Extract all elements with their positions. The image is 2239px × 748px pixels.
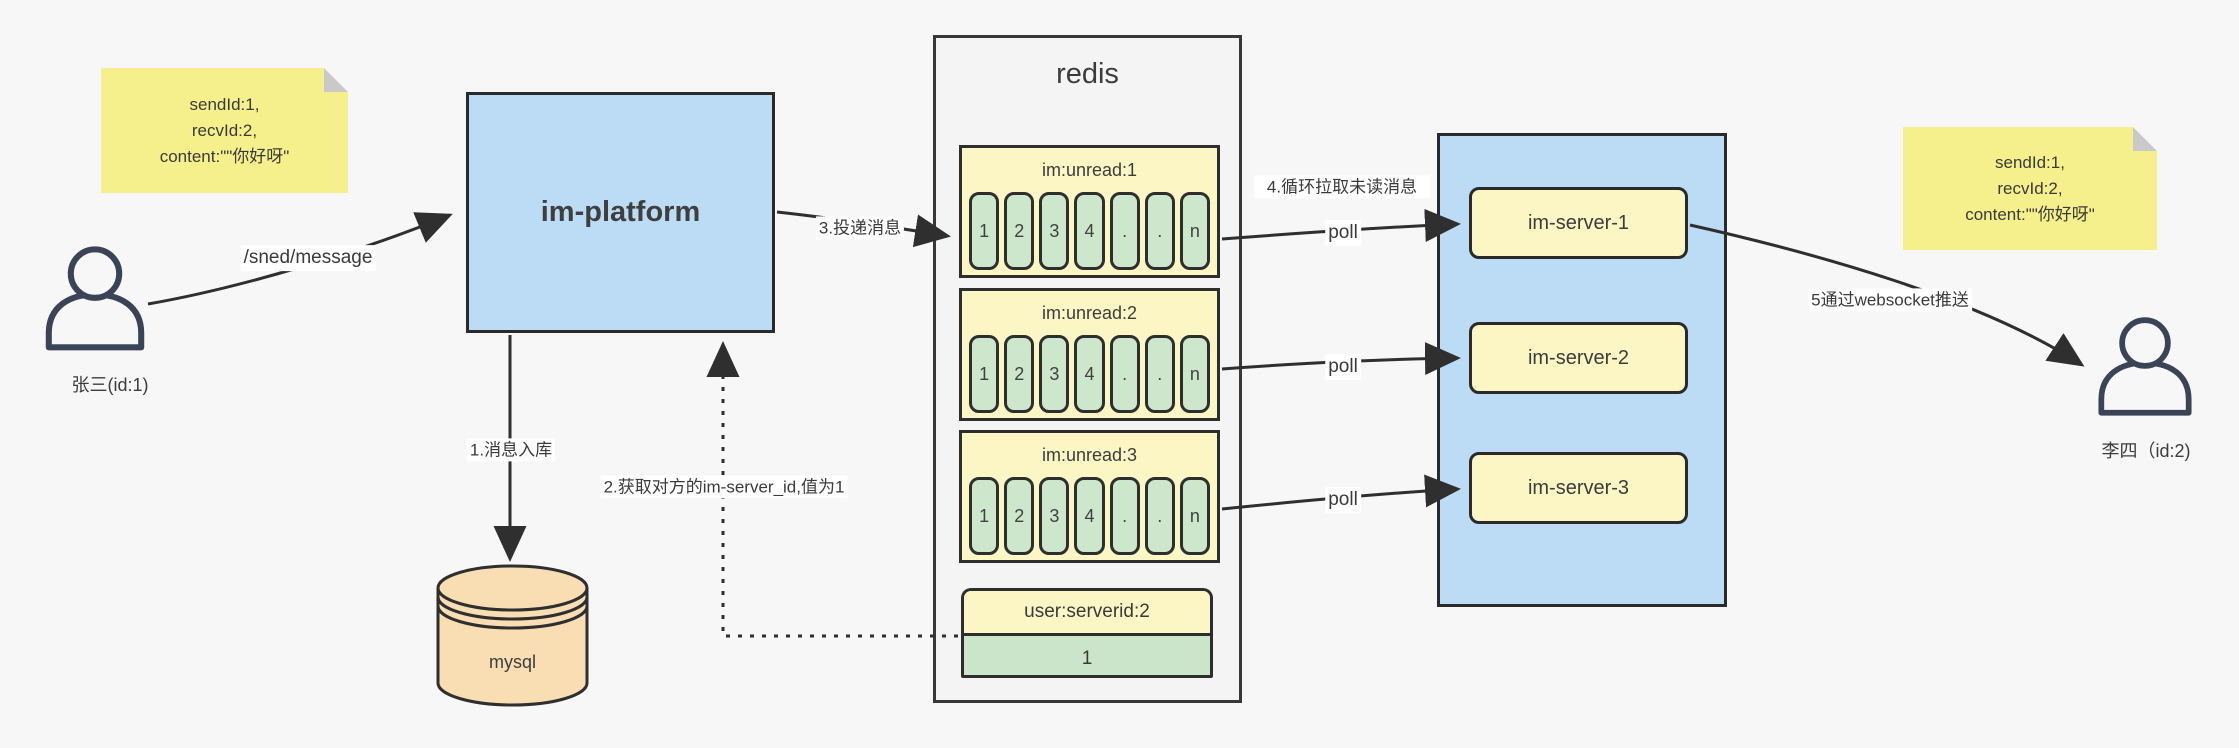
im-server-2-label: im-server-2 bbox=[1527, 346, 1630, 369]
queue-cell: 1 bbox=[969, 192, 1000, 270]
im-server-1-node: im-server-1 bbox=[1469, 187, 1688, 259]
queue-cells: 1 2 3 4 . . n bbox=[962, 192, 1217, 270]
queue-cell: . bbox=[1144, 477, 1175, 555]
queue-cells: 1 2 3 4 . . n bbox=[962, 335, 1217, 413]
step4-label: 4.循环拉取未读消息 bbox=[1254, 175, 1430, 199]
redis-queue-unread-2: im:unread:2 1 2 3 4 . . n bbox=[959, 288, 1220, 421]
queue-cell: 2 bbox=[1004, 192, 1035, 270]
user-icon-sender bbox=[45, 246, 145, 351]
message-note-right: sendId:1, recvId:2, content:""你好呀" bbox=[1903, 127, 2157, 250]
sender-label: 张三(id:1) bbox=[71, 375, 149, 395]
im-server-3-label: im-server-3 bbox=[1527, 476, 1630, 499]
queue-cell: . bbox=[1109, 477, 1140, 555]
mapping-value: 1 bbox=[1081, 648, 1093, 669]
queue-key-label: im:unread:3 bbox=[1041, 445, 1138, 465]
queue-cell: 4 bbox=[1074, 192, 1105, 270]
queue-cell: 2 bbox=[1004, 335, 1035, 413]
im-platform-label: im-platform bbox=[540, 196, 701, 228]
queue-cell: . bbox=[1109, 192, 1140, 270]
redis-queue-unread-3: im:unread:3 1 2 3 4 . . n bbox=[959, 430, 1220, 563]
step3-label: 3.投递消息 bbox=[815, 216, 905, 240]
step1-label: 1.消息入库 bbox=[466, 438, 556, 462]
step2-label: 2.获取对方的im-server_id,值为1 bbox=[600, 475, 848, 499]
mysql-database-icon bbox=[436, 564, 589, 707]
queue-cell: 1 bbox=[969, 477, 1000, 555]
mysql-label: mysql bbox=[488, 652, 536, 672]
note-line: content:""你好呀" bbox=[1965, 204, 2095, 224]
redis-serverid-mapping: user:serverid:2 1 bbox=[961, 588, 1213, 678]
redis-queue-unread-1: im:unread:1 1 2 3 4 . . n bbox=[959, 145, 1220, 278]
poll-label-2: poll bbox=[1325, 354, 1361, 380]
poll-label-1: poll bbox=[1325, 220, 1361, 246]
queue-cell: . bbox=[1144, 192, 1175, 270]
poll-label-3: poll bbox=[1325, 487, 1361, 513]
redis-title: redis bbox=[1056, 58, 1119, 90]
queue-cell: n bbox=[1179, 192, 1210, 270]
queue-cell: 3 bbox=[1039, 477, 1070, 555]
mapping-key-label: user:serverid:2 bbox=[964, 591, 1210, 636]
queue-cell: n bbox=[1179, 335, 1210, 413]
queue-cell: 2 bbox=[1004, 477, 1035, 555]
queue-cell: 4 bbox=[1074, 335, 1105, 413]
queue-cell: 1 bbox=[969, 335, 1000, 413]
im-platform-node: im-platform bbox=[466, 92, 775, 333]
note-line: sendId:1, bbox=[1995, 152, 2065, 172]
note-line: recvId:2, bbox=[1997, 178, 2063, 198]
im-server-3-node: im-server-3 bbox=[1469, 452, 1688, 524]
send-path-label: /sned/message bbox=[240, 245, 376, 271]
queue-key-label: im:unread:1 bbox=[1041, 160, 1138, 180]
queue-key-label: im:unread:2 bbox=[1041, 303, 1138, 323]
receiver-label: 李四（id:2) bbox=[2101, 441, 2191, 461]
queue-cell: . bbox=[1144, 335, 1175, 413]
im-server-1-label: im-server-1 bbox=[1527, 211, 1630, 234]
user-icon-receiver bbox=[2098, 317, 2192, 416]
step5-label: 5通过websocket推送 bbox=[1808, 288, 1972, 312]
message-note-left: sendId:1, recvId:2, content:""你好呀" bbox=[101, 68, 348, 193]
im-server-2-node: im-server-2 bbox=[1469, 322, 1688, 394]
note-line: sendId:1, bbox=[189, 94, 260, 114]
queue-cell: 3 bbox=[1039, 192, 1070, 270]
note-line: recvId:2, bbox=[191, 120, 258, 140]
queue-cells: 1 2 3 4 . . n bbox=[962, 477, 1217, 555]
note-line: content:""你好呀" bbox=[159, 146, 290, 166]
queue-cell: n bbox=[1179, 477, 1210, 555]
queue-cell: 3 bbox=[1039, 335, 1070, 413]
queue-cell: . bbox=[1109, 335, 1140, 413]
queue-cell: 4 bbox=[1074, 477, 1105, 555]
